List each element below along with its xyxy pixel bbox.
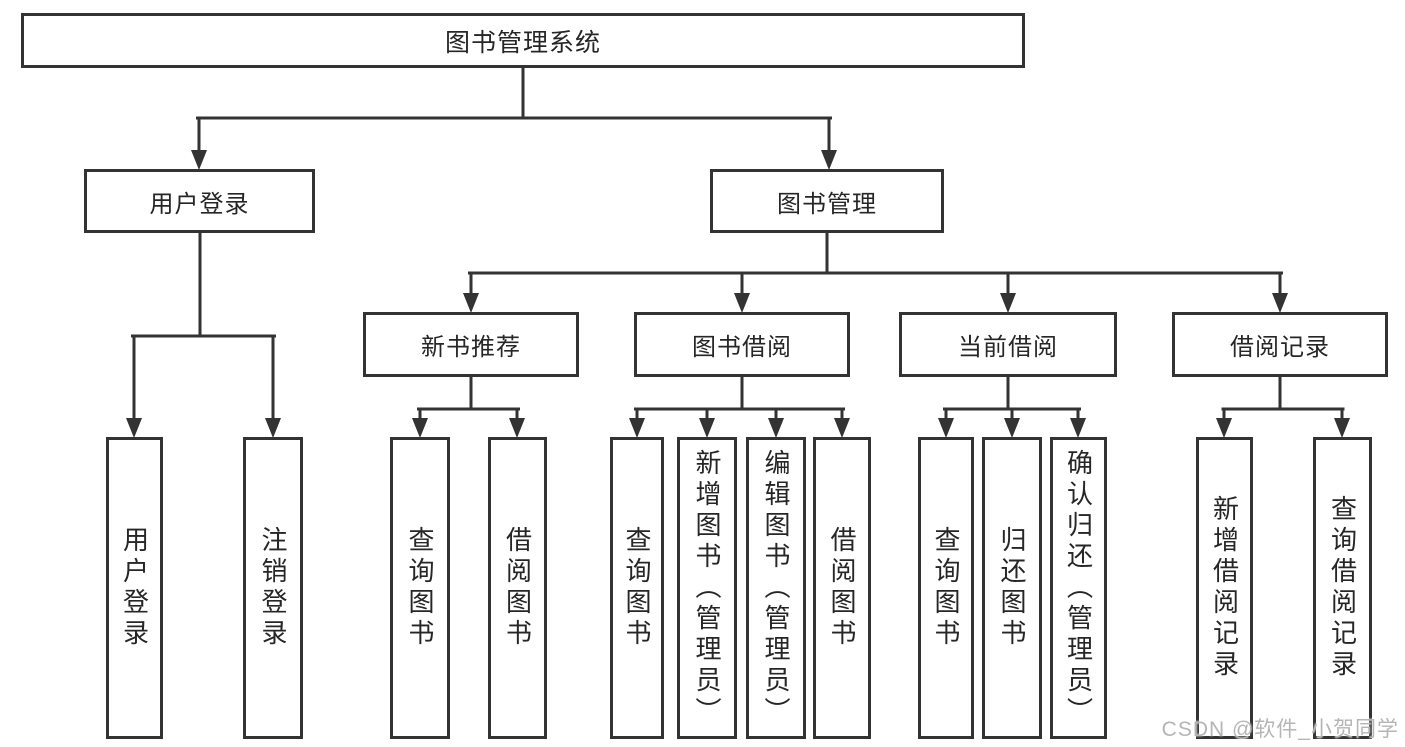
leaf-query-borrow-record: 查询借阅记录 bbox=[1313, 437, 1372, 739]
leaf-add-book-admin: 新增图书（管理员） bbox=[677, 437, 737, 739]
leaf-borrow-books-recommend: 借阅图书 bbox=[488, 437, 547, 739]
leaf-confirm-return-admin: 确认归还（管理员） bbox=[1050, 437, 1107, 739]
leaf-borrow-books: 借阅图书 bbox=[813, 437, 871, 739]
connector-root-to-level2 bbox=[191, 64, 837, 170]
connector-book-management-children bbox=[463, 229, 1288, 313]
leaf-query-books-borrow: 查询图书 bbox=[610, 437, 664, 739]
leaf-logout: 注销登录 bbox=[243, 437, 303, 739]
node-label: 查询借阅记录 bbox=[1327, 495, 1358, 681]
node-label: 借阅图书 bbox=[827, 526, 857, 650]
node-label: 注销登录 bbox=[258, 526, 288, 650]
node-label: 当前借阅 bbox=[958, 334, 1058, 361]
leaf-query-books-recommend: 查询图书 bbox=[390, 437, 450, 739]
leaf-return-book: 归还图书 bbox=[982, 437, 1042, 739]
node-label: 新书推荐 bbox=[421, 334, 521, 361]
node-label: 新增图书（管理员） bbox=[692, 448, 722, 728]
node-label: 归还图书 bbox=[997, 526, 1027, 650]
leaf-user-login: 用户登录 bbox=[106, 437, 163, 739]
node-label: 新增借阅记录 bbox=[1209, 495, 1240, 681]
node-borrow-records: 借阅记录 bbox=[1172, 312, 1388, 377]
node-label: 图书管理系统 bbox=[444, 28, 601, 57]
leaf-add-borrow-record: 新增借阅记录 bbox=[1196, 437, 1253, 739]
node-label: 图书借阅 bbox=[692, 334, 792, 361]
connector-current-borrow-children bbox=[938, 373, 1086, 438]
node-library-management-system: 图书管理系统 bbox=[21, 13, 1025, 68]
node-label: 用户登录 bbox=[119, 526, 150, 650]
leaf-query-books-current: 查询图书 bbox=[918, 437, 974, 739]
node-label: 查询图书 bbox=[405, 526, 435, 650]
node-book-management: 图书管理 bbox=[710, 169, 944, 233]
node-label: 图书管理 bbox=[777, 190, 877, 218]
connector-user-login-children bbox=[126, 229, 281, 438]
node-new-book-recommend: 新书推荐 bbox=[363, 312, 579, 377]
node-label: 借阅记录 bbox=[1230, 334, 1330, 361]
node-user-login: 用户登录 bbox=[84, 169, 315, 233]
node-label: 编辑图书（管理员） bbox=[761, 448, 791, 728]
node-label: 借阅图书 bbox=[502, 526, 533, 650]
node-label: 查询图书 bbox=[931, 526, 961, 650]
connector-new-book-children bbox=[412, 373, 525, 438]
node-label: 确认归还（管理员） bbox=[1063, 448, 1094, 728]
csdn-watermark: CSDN @软件_小贺同学 bbox=[1161, 718, 1399, 741]
leaf-edit-book-admin: 编辑图书（管理员） bbox=[746, 437, 806, 739]
connector-borrow-records-children bbox=[1216, 373, 1350, 438]
node-label: 用户登录 bbox=[149, 190, 250, 218]
node-current-borrow: 当前借阅 bbox=[899, 312, 1117, 377]
node-label: 查询图书 bbox=[622, 526, 652, 650]
connector-book-borrow-children bbox=[629, 373, 850, 438]
node-book-borrow: 图书借阅 bbox=[634, 312, 850, 377]
